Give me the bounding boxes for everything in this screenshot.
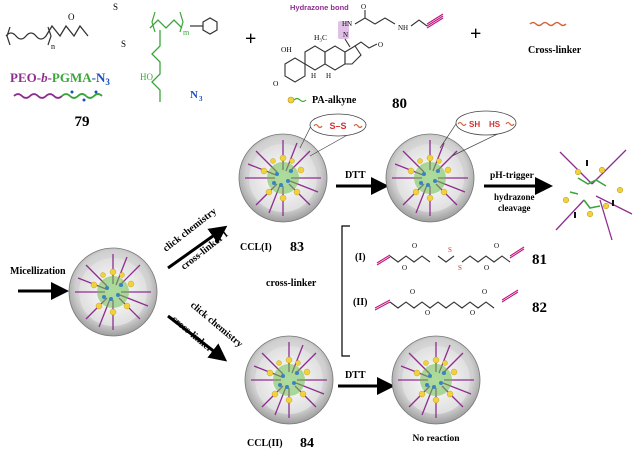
hn-label: HN <box>342 20 352 28</box>
o-atom-80b: O <box>273 79 279 88</box>
o-82b: O <box>425 309 430 317</box>
o-atom-1: O <box>68 12 75 22</box>
peo-dash: - <box>48 70 52 85</box>
released-fragments <box>555 149 633 241</box>
o-82d: O <box>482 288 487 296</box>
ccl-I-label: CCL(I) <box>240 242 272 253</box>
cross-linker-mid-label: cross-linker <box>266 278 317 289</box>
dtt-top-label: DTT <box>345 170 366 181</box>
polymer-79-structure: n O S S m HO N 3 <box>5 2 218 103</box>
hydrazone-cleavage-label-1: hydrazone <box>494 192 535 202</box>
n3-sub: 3 <box>105 77 110 87</box>
dtt-bottom-label: DTT <box>345 370 366 381</box>
hydrazone-highlight <box>338 21 349 39</box>
peo-b: b <box>41 70 48 85</box>
compound-84-number: 84 <box>300 436 314 451</box>
ccl-I-micelle: S–S CCL(I) 83 <box>238 113 367 255</box>
h-atom-1: H <box>311 72 316 80</box>
cross-linker-structures: cross-linker (I) (II) O O S S O O 81 O O <box>266 225 547 357</box>
compound-83-number: 83 <box>290 240 304 255</box>
peo-prefix: PEO- <box>10 70 41 85</box>
sh-zoom-bubble <box>455 110 517 136</box>
o-82a: O <box>410 288 415 296</box>
upper-branch: click chemistry cross-linker I <box>161 206 230 273</box>
ph-trigger-label: pH-trigger <box>490 171 535 181</box>
polymer-79-name: PEO-b-PGMA-N3 79 <box>10 70 110 130</box>
sh-label: SH <box>469 120 480 129</box>
o-atom-80a: O <box>361 3 366 11</box>
compound-81-number: 81 <box>532 252 547 268</box>
hydrazone-cleavage-label-2: cleavage <box>498 203 530 213</box>
hydrazone-bond-label: Hydrazone bond <box>290 3 349 12</box>
compound-80-structure: Hydrazone bond HN N O NH OH H₃C O H H O … <box>273 3 444 112</box>
lower-branch: click chemistry cross-linker II <box>167 300 245 362</box>
compound-79-number: 79 <box>75 114 90 130</box>
roman-II-label: (II) <box>353 297 367 308</box>
cross-linker-legend: Cross-linker <box>528 21 582 56</box>
ccl-II-micelle: CCL(II) 84 <box>244 335 334 451</box>
o-81a: O <box>402 264 407 272</box>
no-reaction-label: No reaction <box>412 434 460 444</box>
n3-suffix: -N <box>92 70 106 85</box>
o-atom-80c: O <box>378 41 383 49</box>
cross-linker-wave-icon <box>529 21 567 27</box>
ss-zoom-bubble <box>309 113 367 137</box>
svg-text:PEO-b-PGMA-N3: PEO-b-PGMA-N3 <box>10 70 110 87</box>
n-subscript: n <box>51 42 55 51</box>
n-label: N <box>343 31 348 39</box>
arrow-crosslinker-II <box>167 314 228 362</box>
dtt-bottom-step: DTT <box>338 370 395 395</box>
nh-label: NH <box>398 24 408 32</box>
h3c-label: H₃C <box>314 33 327 42</box>
oh-label: OH <box>281 45 292 54</box>
micellization-step: Micellization <box>10 247 158 337</box>
hs-label: HS <box>489 120 501 129</box>
ccl-II-label: CCL(II) <box>247 438 283 449</box>
m-subscript: m <box>183 28 190 37</box>
roman-I-label: (I) <box>355 252 366 263</box>
no-reaction-micelle: No reaction <box>391 335 481 444</box>
dtt-top-step: DTT <box>336 170 389 195</box>
structure-81: O O S S O O 81 <box>376 242 547 272</box>
s-81b: S <box>458 264 462 272</box>
o-81b: O <box>412 242 417 250</box>
plus-sign-1: + <box>245 28 256 50</box>
bracket <box>341 225 350 357</box>
h-atom-2: H <box>326 72 331 80</box>
micellization-label: Micellization <box>10 266 66 277</box>
ho-label: HO <box>140 72 153 82</box>
drug-symbol-icon <box>287 96 295 104</box>
compound-80-number: 80 <box>392 96 407 112</box>
structure-82: O O O O 82 <box>374 288 547 317</box>
initial-micelle <box>68 247 158 337</box>
pa-alkyne-label: PA-alkyne <box>312 95 357 106</box>
ph-trigger-step: pH-trigger hydrazone cleavage <box>484 171 553 213</box>
o-81c: O <box>484 264 489 272</box>
s-81a: S <box>448 246 452 254</box>
reduced-micelle: SH HS <box>385 110 517 223</box>
plus-sign-2: + <box>470 23 481 45</box>
o-81d: O <box>494 242 499 250</box>
arrow-crosslinker-I <box>167 225 228 270</box>
cross-linker-top-label: Cross-linker <box>528 45 582 56</box>
ss-label: S–S <box>329 121 346 131</box>
s-atom-1: S <box>113 2 118 12</box>
compound-82-number: 82 <box>532 300 547 316</box>
o-82c: O <box>470 309 475 317</box>
n3-side-sub: 3 <box>199 95 203 103</box>
s-atom-2: S <box>121 39 126 49</box>
n3-side: N <box>190 89 198 101</box>
pgma-label: PGMA <box>52 70 92 85</box>
